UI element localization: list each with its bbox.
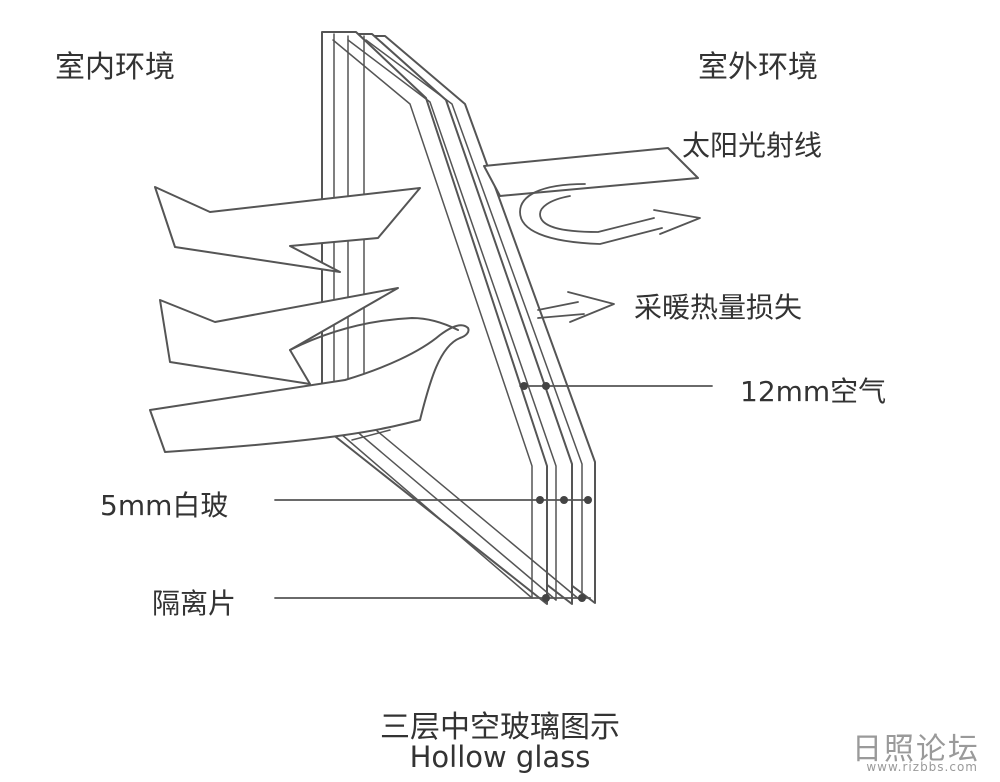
heat-loss-arrow: [537, 291, 615, 323]
sunlight-label: 太阳光射线: [682, 129, 823, 162]
indoor-arrow-curl: [289, 317, 459, 351]
indoor-label: 室内环境: [55, 50, 175, 85]
indoor-arrow-top: [154, 186, 421, 273]
caption-english: Hollow glass: [409, 740, 591, 774]
indoor-heat-arrows: [149, 186, 470, 453]
glass-panes: [321, 31, 596, 605]
measure-dots: [520, 382, 592, 602]
watermark-site: 日照论坛: [852, 732, 980, 767]
sunlight-arrow: [483, 147, 701, 245]
indoor-arrow-bottom: [149, 324, 470, 453]
spacer-label: 隔离片: [152, 587, 237, 620]
glass-label: 5mm白玻: [100, 489, 229, 522]
heat-loss-label: 采暖热量损失: [634, 291, 803, 324]
watermark-url: www.rizbbs.com: [866, 760, 978, 774]
outdoor-label: 室外环境: [698, 50, 818, 85]
air-gap-label: 12mm空气: [740, 375, 887, 408]
caption-chinese: 三层中空玻璃图示: [380, 710, 620, 745]
